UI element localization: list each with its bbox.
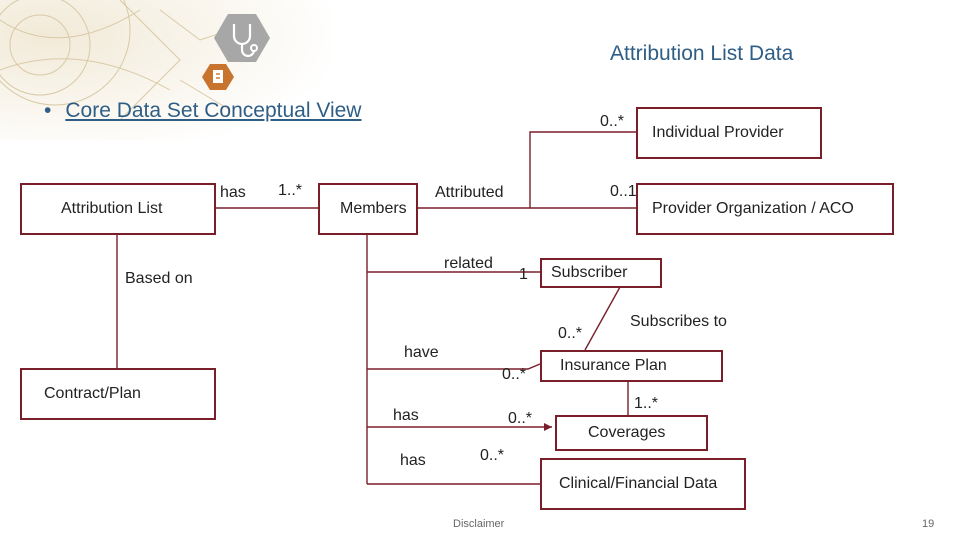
connector-subscriber-insurance	[584, 286, 621, 351]
cardinality-provider-org: 0..1	[610, 183, 637, 200]
entity-clinical-financial: Clinical/Financial Data	[540, 458, 746, 510]
entity-members: Members	[318, 183, 418, 235]
relation-attributed: Attributed	[435, 184, 504, 201]
entity-subscriber: Subscriber	[540, 258, 662, 288]
relation-have: have	[404, 344, 439, 361]
document-icon	[202, 64, 234, 90]
bullet-dot: •	[44, 99, 52, 122]
bullet-text: Core Data Set Conceptual View	[65, 99, 362, 122]
header-decoration	[0, 0, 330, 140]
footer-disclaimer: Disclaimer	[453, 518, 505, 530]
page-number: 19	[922, 518, 935, 530]
relation-has-clinical: has	[400, 452, 426, 469]
entity-provider-organization: Provider Organization / ACO	[636, 183, 894, 235]
relation-subscribes-to: Subscribes to	[630, 313, 727, 330]
entity-insurance-plan: Insurance Plan	[540, 350, 723, 382]
cardinality-coverages-has: 0..*	[508, 410, 533, 427]
cardinality-clinical: 0..*	[480, 447, 505, 464]
bullet-item: • Core Data Set Conceptual View	[44, 99, 361, 123]
relation-has: has	[220, 184, 246, 201]
relation-based-on: Based on	[125, 270, 193, 287]
arrowhead-coverages	[544, 423, 552, 431]
entity-coverages: Coverages	[555, 415, 708, 451]
cardinality-coverages-top: 1..*	[634, 395, 659, 412]
stethoscope-icon	[214, 14, 270, 62]
slide-title: Attribution List Data	[610, 42, 794, 65]
relation-has-coverages: has	[393, 407, 419, 424]
entity-attribution-list: Attribution List	[20, 183, 216, 235]
entity-contract-plan: Contract/Plan	[20, 368, 216, 420]
entity-individual-provider: Individual Provider	[636, 107, 822, 159]
cardinality-subscriber: 1	[519, 266, 528, 283]
cardinality-members: 1..*	[278, 182, 303, 199]
cardinality-individual-provider: 0..*	[600, 113, 625, 130]
connector-members-individual	[416, 131, 636, 209]
cardinality-insurance-plan-have: 0..*	[502, 366, 527, 383]
relation-related: related	[444, 255, 493, 272]
cardinality-insurance-plan-top: 0..*	[558, 325, 583, 342]
connector-insurance	[367, 363, 541, 370]
